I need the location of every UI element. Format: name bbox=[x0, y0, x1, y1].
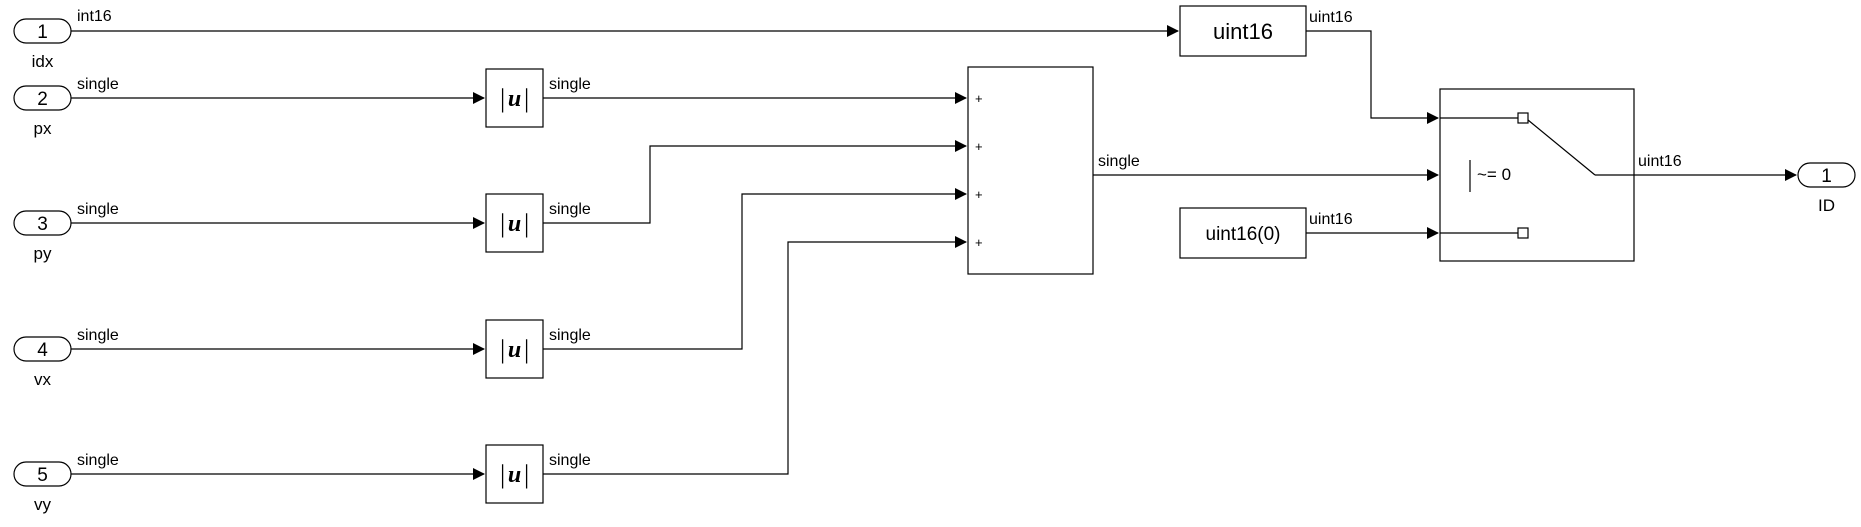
outport-1-number: 1 bbox=[1821, 166, 1832, 187]
svg-text:|: | bbox=[524, 460, 529, 489]
signal-lines bbox=[71, 25, 1797, 480]
signal-label-convert: uint16 bbox=[1309, 9, 1353, 26]
inport-1-name: idx bbox=[32, 52, 54, 71]
abs-block-3[interactable]: | | u bbox=[485, 319, 544, 379]
wire-abs3-to-sum[interactable] bbox=[543, 188, 967, 350]
sum-sign-3: + bbox=[975, 187, 983, 202]
abs-block-2[interactable]: | | u bbox=[485, 193, 544, 253]
signal-label-abs1: single bbox=[549, 76, 591, 93]
signal-label-abs3: single bbox=[549, 327, 591, 344]
signal-label-py: single bbox=[77, 201, 119, 218]
abs-symbol-4: u bbox=[508, 462, 521, 488]
svg-text:|: | bbox=[524, 84, 529, 113]
wire-abs4-to-sum[interactable] bbox=[543, 236, 967, 475]
constant-block-label: uint16(0) bbox=[1206, 224, 1281, 245]
signal-label-vy: single bbox=[77, 452, 119, 469]
inport-4-name: vx bbox=[34, 370, 52, 389]
svg-text:|: | bbox=[500, 335, 505, 364]
svg-text:|: | bbox=[500, 84, 505, 113]
inport-3[interactable]: 3 py bbox=[13, 210, 72, 263]
outport-1-name: ID bbox=[1818, 196, 1835, 215]
signal-label-px: single bbox=[77, 76, 119, 93]
svg-text:|: | bbox=[524, 209, 529, 238]
signal-label-constant: uint16 bbox=[1309, 211, 1353, 228]
sum-sign-4: + bbox=[975, 235, 983, 250]
inport-1[interactable]: 1 idx bbox=[13, 18, 72, 71]
signal-labels: int16 single single single single single… bbox=[77, 8, 1682, 469]
switch-block[interactable]: ~= 0 bbox=[1439, 88, 1635, 262]
inport-2-name: px bbox=[34, 119, 52, 138]
abs-block-1[interactable]: | | u bbox=[485, 68, 544, 128]
abs-symbol-3: u bbox=[508, 337, 521, 363]
abs-block-4[interactable]: | | u bbox=[485, 444, 544, 504]
inport-4-number: 4 bbox=[37, 340, 48, 361]
convert-block[interactable]: uint16 bbox=[1179, 5, 1307, 57]
inport-5-name: vy bbox=[34, 495, 52, 514]
convert-block-label: uint16 bbox=[1213, 19, 1273, 44]
svg-text:|: | bbox=[524, 335, 529, 364]
wire-abs2-to-sum[interactable] bbox=[543, 140, 967, 224]
inport-3-name: py bbox=[34, 244, 52, 263]
wire-convert-to-switch[interactable] bbox=[1306, 30, 1439, 124]
sum-sign-1: + bbox=[975, 91, 983, 106]
signal-label-switch: uint16 bbox=[1638, 153, 1682, 170]
signal-label-abs4: single bbox=[549, 452, 591, 469]
svg-text:|: | bbox=[500, 460, 505, 489]
inport-5[interactable]: 5 vy bbox=[13, 461, 72, 514]
signal-label-abs2: single bbox=[549, 201, 591, 218]
sum-sign-2: + bbox=[975, 139, 983, 154]
signal-label-sum: single bbox=[1098, 153, 1140, 170]
switch-icon bbox=[1440, 112, 1634, 239]
signal-label-vx: single bbox=[77, 327, 119, 344]
abs-symbol-2: u bbox=[508, 211, 521, 237]
constant-block[interactable]: uint16(0) bbox=[1179, 207, 1307, 259]
sum-block[interactable]: + + + + bbox=[967, 66, 1094, 275]
switch-criteria: ~= 0 bbox=[1477, 165, 1511, 184]
signal-label-idx: int16 bbox=[77, 8, 112, 25]
inport-4[interactable]: 4 vx bbox=[13, 336, 72, 389]
abs-symbol-1: u bbox=[508, 86, 521, 112]
inport-5-number: 5 bbox=[37, 465, 48, 486]
outport-1[interactable]: 1 ID bbox=[1797, 162, 1856, 215]
svg-text:|: | bbox=[500, 209, 505, 238]
inport-1-number: 1 bbox=[37, 22, 48, 43]
inport-2[interactable]: 2 px bbox=[13, 85, 72, 138]
inport-3-number: 3 bbox=[37, 214, 48, 235]
inport-2-number: 2 bbox=[37, 89, 48, 110]
